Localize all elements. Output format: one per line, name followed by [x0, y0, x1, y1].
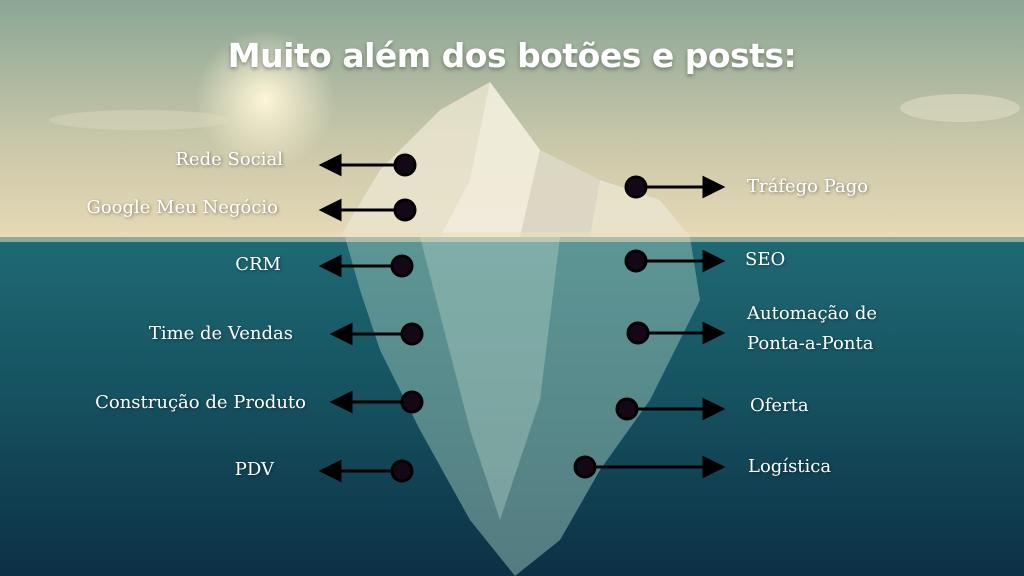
label-automacao-line2: Ponta-a-Ponta [747, 333, 874, 354]
label-rede-social: Rede Social [175, 149, 283, 170]
label-automacao-line1: Automação de [747, 303, 878, 324]
label-construcao-de-produto: Construção de Produto [95, 392, 306, 413]
page-title: Muito além dos botões e posts: [227, 36, 797, 75]
label-pdv: PDV [234, 459, 274, 480]
label-crm: CRM [235, 254, 281, 275]
label-seo: SEO [745, 249, 786, 270]
sun [195, 30, 335, 170]
iceberg-bottom [345, 237, 700, 576]
connector-arrows [318, 153, 726, 483]
label-logistica: Logística [748, 456, 832, 477]
label-google-meu-negocio: Google Meu Negócio [86, 197, 278, 218]
label-time-de-vendas: Time de Vendas [148, 323, 293, 344]
label-trafego-pago: Tráfego Pago [747, 176, 869, 197]
label-oferta: Oferta [750, 395, 809, 416]
